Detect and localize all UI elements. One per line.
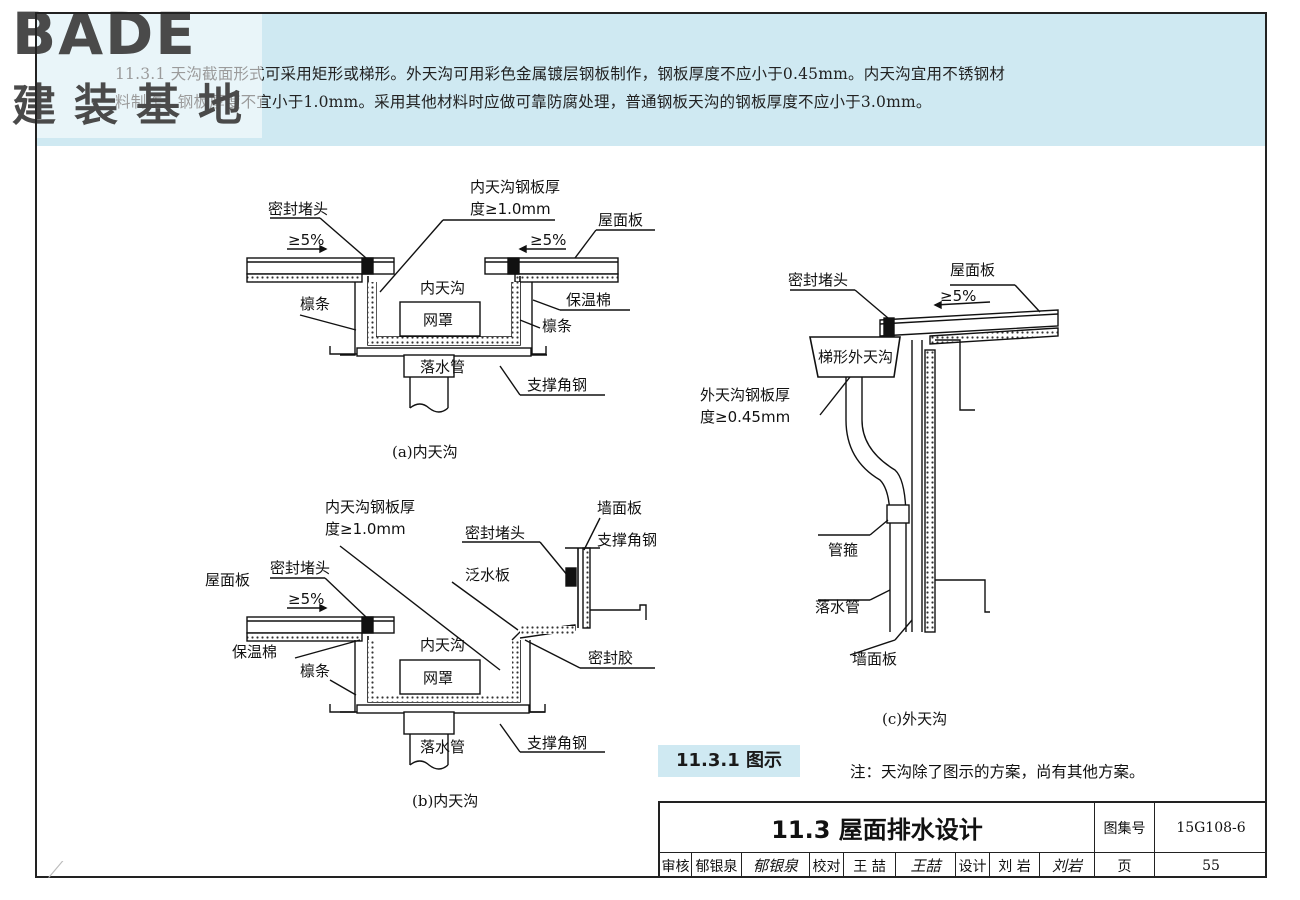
fig-b-mesh: 网罩: [423, 669, 453, 687]
reviewer-name: 郁银泉: [692, 853, 742, 878]
fig-c-clamp: 管箍: [828, 541, 858, 559]
fig-a-slope-left: ≥5%: [288, 231, 324, 249]
designer-signature: 刘岩: [1040, 853, 1095, 878]
fig-b-caption: (b)内天沟: [412, 792, 478, 810]
header-line-2: 料制作，钢板厚度不宜小于1.0mm。采用其他材料时应做可靠防腐处理，普通钢板天沟…: [115, 93, 932, 111]
review-label: 审核: [660, 853, 692, 878]
reviewer-signature: 郁银泉: [742, 853, 810, 878]
page-number: 55: [1202, 857, 1220, 874]
figure-c: [790, 284, 1059, 656]
fig-c-downpipe: 落水管: [815, 598, 860, 616]
fig-c-trap-gutter: 梯形外天沟: [818, 348, 893, 366]
fig-a-slope-right: ≥5%: [530, 231, 566, 249]
checker-name: 王 喆: [844, 853, 896, 878]
fig-b-insulation: 保温棉: [232, 643, 277, 661]
atlas-number-value: 15G108-6: [1155, 803, 1267, 853]
fig-a-roof-panel: 屋面板: [598, 211, 643, 229]
figure-tag: 11.3.1 图示: [658, 745, 800, 777]
check-label: 校对: [810, 853, 844, 878]
fig-a-insulation: 保温棉: [566, 291, 611, 309]
title-block: 11.3 屋面排水设计 图集号 15G108-6 审核 郁银泉 郁银泉 校对 王…: [658, 801, 1267, 878]
fig-c-roof-panel: 屋面板: [950, 261, 995, 279]
page-label: 页: [1095, 853, 1155, 878]
fig-a-caption: (a)内天沟: [392, 443, 458, 461]
fig-b-wall-panel: 墙面板: [597, 499, 642, 517]
fig-c-wall-panel: 墙面板: [852, 650, 897, 668]
checker-signature: 王喆: [896, 853, 956, 878]
fig-c-seal-head: 密封堵头: [788, 271, 848, 289]
design-label: 设计: [956, 853, 990, 878]
fig-b-roof-panel: 屋面板: [205, 571, 250, 589]
watermark-bottom: 建装基地: [12, 80, 260, 131]
note: 注：天沟除了图示的方案，尚有其他方案。: [850, 763, 1145, 781]
fig-b-sealant: 密封胶: [588, 649, 633, 667]
fig-a-plate-thk-1: 内天沟钢板厚: [470, 178, 560, 196]
atlas-number-label: 图集号: [1095, 803, 1155, 853]
fig-c-slope: ≥5%: [940, 287, 976, 305]
fig-c-plate-thk-1: 外天沟钢板厚: [700, 386, 790, 404]
fig-b-gutter: 内天沟: [420, 636, 465, 654]
title-block-title: 11.3 屋面排水设计: [660, 803, 1095, 853]
fig-a-gutter: 内天沟: [420, 279, 465, 297]
figure-a: [246, 217, 655, 413]
fig-a-purlin-right: 檩条: [542, 317, 572, 335]
watermark-logo: BADE 建装基地: [0, 0, 262, 138]
designer-name: 刘 岩: [990, 853, 1040, 878]
fig-b-flashing: 泛水板: [465, 566, 510, 584]
fig-a-purlin-left: 檩条: [300, 295, 330, 313]
fig-b-purlin: 檩条: [300, 662, 330, 680]
fig-b-downpipe: 落水管: [420, 738, 465, 756]
fig-b-angle: 支撑角钢: [527, 734, 587, 752]
fig-b-seal-head-left: 密封堵头: [270, 559, 330, 577]
drawing-frame: [35, 12, 1267, 878]
fig-a-plate-thk-2: 度≥1.0mm: [470, 200, 551, 218]
fig-a-seal-head: 密封堵头: [268, 200, 328, 218]
corner-mark-icon: ⟋: [48, 858, 64, 883]
header-line-1: 11.3.1 天沟截面形式可采用矩形或梯形。外天沟可用彩色金属镀层钢板制作，钢板…: [115, 65, 1006, 83]
fig-a-downpipe: 落水管: [420, 358, 465, 376]
fig-b-plate-thk-1: 内天沟钢板厚: [325, 498, 415, 516]
figure-b: [246, 517, 655, 770]
fig-a-angle: 支撑角钢: [527, 376, 587, 394]
fig-b-seal-head-right: 密封堵头: [465, 524, 525, 542]
fig-a-mesh: 网罩: [423, 311, 453, 329]
fig-b-plate-thk-2: 度≥1.0mm: [325, 520, 406, 538]
fig-b-slope: ≥5%: [288, 590, 324, 608]
fig-b-support-angle-top: 支撑角钢: [597, 531, 657, 549]
fig-c-plate-thk-2: 度≥0.45mm: [700, 408, 790, 426]
fig-c-caption: (c)外天沟: [882, 710, 947, 728]
